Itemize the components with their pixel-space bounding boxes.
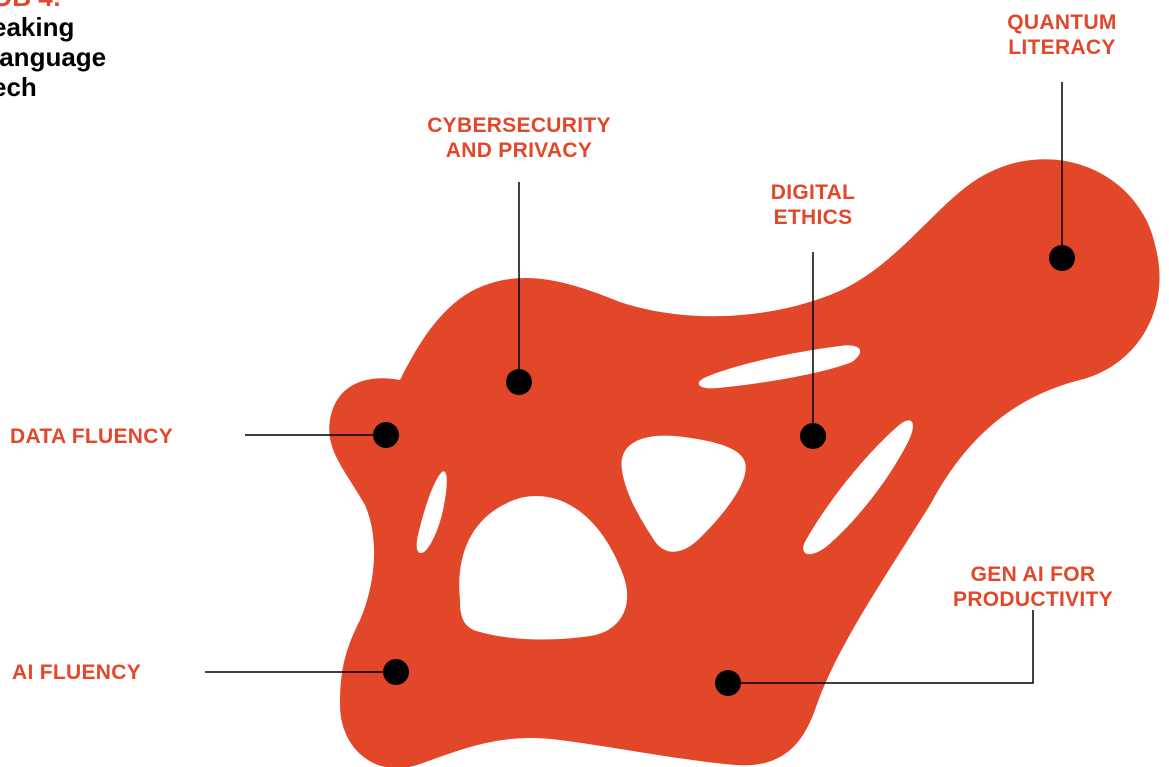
label-digital-ethics: DIGITAL ETHICS	[742, 180, 884, 230]
label-gen-ai-productivity: GEN AI FOR PRODUCTIVITY	[925, 562, 1141, 612]
label-ai-fluency-line-1: AI FLUENCY	[12, 661, 141, 684]
organic-shape-body	[329, 159, 1160, 767]
node-markers	[373, 245, 1075, 696]
label-digital-ethics-line-2: ETHICS	[773, 206, 853, 229]
connector-lines	[205, 82, 1063, 684]
heading-line-1: OB 4:	[0, 0, 106, 12]
node-marker-quantum-literacy	[1049, 245, 1075, 271]
page-heading: OB 4: eaking language ech	[0, 0, 106, 102]
node-marker-ai-fluency	[383, 659, 409, 685]
label-cybersecurity-privacy-line-1: CYBERSECURITY	[427, 114, 611, 137]
node-marker-digital-ethics	[800, 423, 826, 449]
node-marker-data-fluency	[373, 422, 399, 448]
heading-line-4: ech	[0, 72, 37, 102]
node-marker-cybersecurity-privacy	[506, 369, 532, 395]
organic-shape	[329, 159, 1160, 767]
label-quantum-literacy-line-1: QUANTUM	[1007, 11, 1117, 34]
label-data-fluency: DATA FLUENCY	[10, 424, 240, 449]
label-cybersecurity-privacy: CYBERSECURITY AND PRIVACY	[390, 113, 648, 163]
label-data-fluency-line-1: DATA FLUENCY	[10, 425, 174, 448]
label-cybersecurity-privacy-line-2: AND PRIVACY	[445, 139, 593, 162]
label-ai-fluency: AI FLUENCY	[12, 660, 196, 685]
label-quantum-literacy-line-2: LITERACY	[1008, 36, 1116, 59]
label-gen-ai-productivity-line-1: GEN AI FOR	[970, 563, 1096, 586]
label-quantum-literacy: QUANTUM LITERACY	[980, 10, 1144, 60]
node-marker-gen-ai-productivity	[715, 670, 741, 696]
connector-gen-ai-productivity	[728, 610, 1034, 684]
heading-line-3: language	[0, 42, 107, 72]
label-gen-ai-productivity-line-2: PRODUCTIVITY	[953, 588, 1113, 611]
heading-line-2: eaking	[0, 12, 75, 42]
label-digital-ethics-line-1: DIGITAL	[770, 181, 856, 204]
